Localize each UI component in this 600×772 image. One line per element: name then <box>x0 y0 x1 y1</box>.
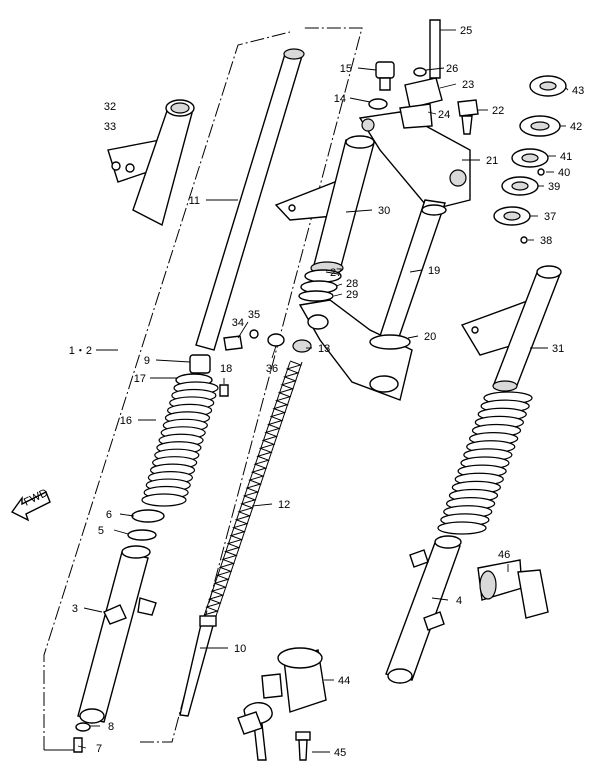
part-number-label-16: 16 <box>120 415 132 427</box>
part-number-label-14: 14 <box>334 93 346 105</box>
part-number-label-30: 30 <box>378 205 390 217</box>
part-number-label-9: 9 <box>144 355 150 367</box>
steering-bearing-stack-part <box>493 75 567 244</box>
part-number-label-15: 15 <box>340 63 352 75</box>
clamp-bolt-part <box>399 19 443 129</box>
forward-direction-arrow: FWD <box>10 487 51 522</box>
part-number-label-7: 7 <box>96 743 102 755</box>
part-number-label-26: 26 <box>446 63 458 75</box>
lower-fork-bracket-part <box>298 299 413 401</box>
oil-seal-part <box>175 354 213 387</box>
part-number-label-18: 18 <box>220 363 232 375</box>
part-number-label-3: 3 <box>72 603 78 615</box>
part-number-label-34: 34 <box>232 317 244 329</box>
part-number-label-27: 27 <box>330 267 342 279</box>
drain-bolt-part <box>73 737 83 753</box>
part-number-label-38: 38 <box>540 235 552 247</box>
upper-bracket-part <box>107 99 195 227</box>
part-number-label-20: 20 <box>424 331 436 343</box>
part-number-label-5: 5 <box>98 525 104 537</box>
assembly-group-line-right <box>140 27 363 743</box>
part-number-label-43: 43 <box>572 85 584 97</box>
part-number-label-28: 28 <box>346 278 358 290</box>
part-number-label-17: 17 <box>134 373 146 385</box>
right-dust-boot-part <box>437 391 533 535</box>
boot-clamp-part <box>127 509 165 541</box>
part-number-label-41: 41 <box>560 151 572 163</box>
bearing-race-set-part <box>298 269 342 302</box>
upper-fork-bracket-part <box>358 111 471 211</box>
left-outer-tube-part <box>77 545 157 724</box>
part-number-label-39: 39 <box>548 181 560 193</box>
part-number-label-44: 44 <box>338 675 350 687</box>
assembly-group-line-left <box>43 31 291 750</box>
hex-bolt-part <box>457 99 479 135</box>
part-number-label-25: 25 <box>460 25 472 37</box>
part-number-label-24: 24 <box>438 109 450 121</box>
part-number-label-13: 13 <box>318 343 330 355</box>
part-number-label-45: 45 <box>334 747 346 759</box>
leader-lines <box>77 29 569 753</box>
damper-rod-part <box>179 615 217 717</box>
part-number-label-12: 12 <box>278 499 290 511</box>
part-number-label-22: 22 <box>492 105 504 117</box>
small-bolt-part <box>219 384 229 397</box>
right-outer-tube-part <box>385 535 462 684</box>
part-number-label-23: 23 <box>462 79 474 91</box>
part-number-label-10: 10 <box>234 643 246 655</box>
part-number-label-46: 46 <box>498 549 510 561</box>
mounting-bolt-part <box>295 731 311 761</box>
part-number-label-36: 36 <box>266 363 278 375</box>
part-number-label-31: 31 <box>552 343 564 355</box>
part-number-label-1: 1・2 <box>69 345 92 357</box>
part-number-label-6: 6 <box>106 509 112 521</box>
inner-tube-part <box>195 48 305 351</box>
part-number-label-40: 40 <box>558 167 570 179</box>
callout-labels: 1・23456789101112131415161718192021222324… <box>69 25 585 759</box>
part-number-label-4: 4 <box>456 595 462 607</box>
part-number-label-35: 35 <box>248 309 260 321</box>
part-number-label-32: 32 <box>104 101 116 113</box>
top-bolt-part <box>368 61 395 110</box>
ignition-switch-part <box>237 647 327 761</box>
part-number-label-8: 8 <box>108 721 114 733</box>
part-number-label-37: 37 <box>544 211 556 223</box>
fork-spring-part <box>203 360 303 617</box>
part-number-label-42: 42 <box>570 121 582 133</box>
part-number-label-33: 33 <box>104 121 116 133</box>
part-number-label-21: 21 <box>486 155 498 167</box>
steering-lock-part <box>477 559 549 619</box>
bolt-washer-set-part <box>223 329 312 353</box>
part-number-label-19: 19 <box>428 265 440 277</box>
left-fork-ear-part <box>274 135 375 275</box>
right-fork-ear-part <box>460 265 562 392</box>
part-number-label-11: 11 <box>189 195 200 207</box>
part-number-label-29: 29 <box>346 289 358 301</box>
washer-part <box>75 722 91 732</box>
left-dust-boot-part <box>141 381 219 507</box>
